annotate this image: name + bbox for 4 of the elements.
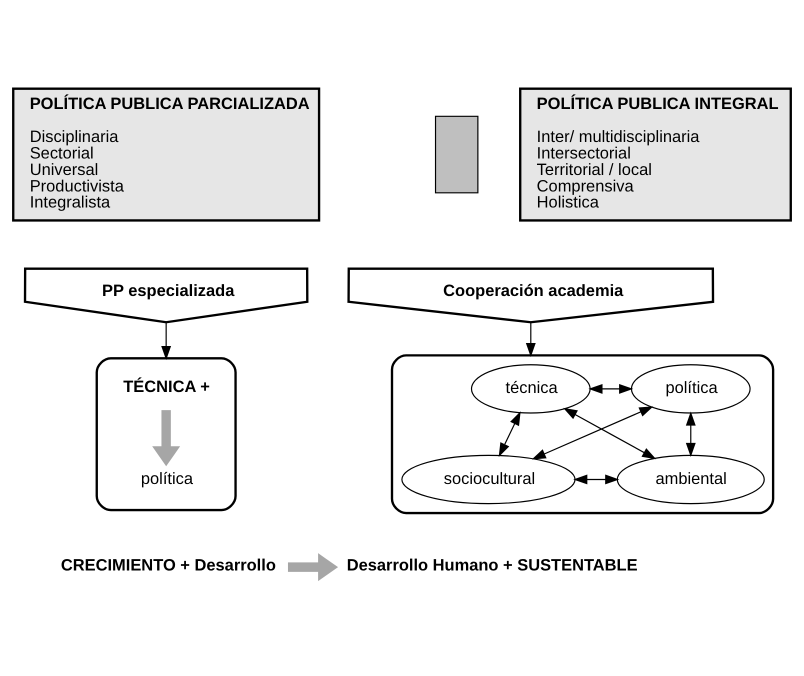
node-text: CRECIMIENTO + Desarrollo: [60, 556, 276, 574]
node-text: Desarrollo Humano + SUSTENTABLE: [346, 556, 638, 574]
node-text: política: [140, 469, 194, 488]
node-text: TÉCNICA +: [123, 378, 210, 396]
